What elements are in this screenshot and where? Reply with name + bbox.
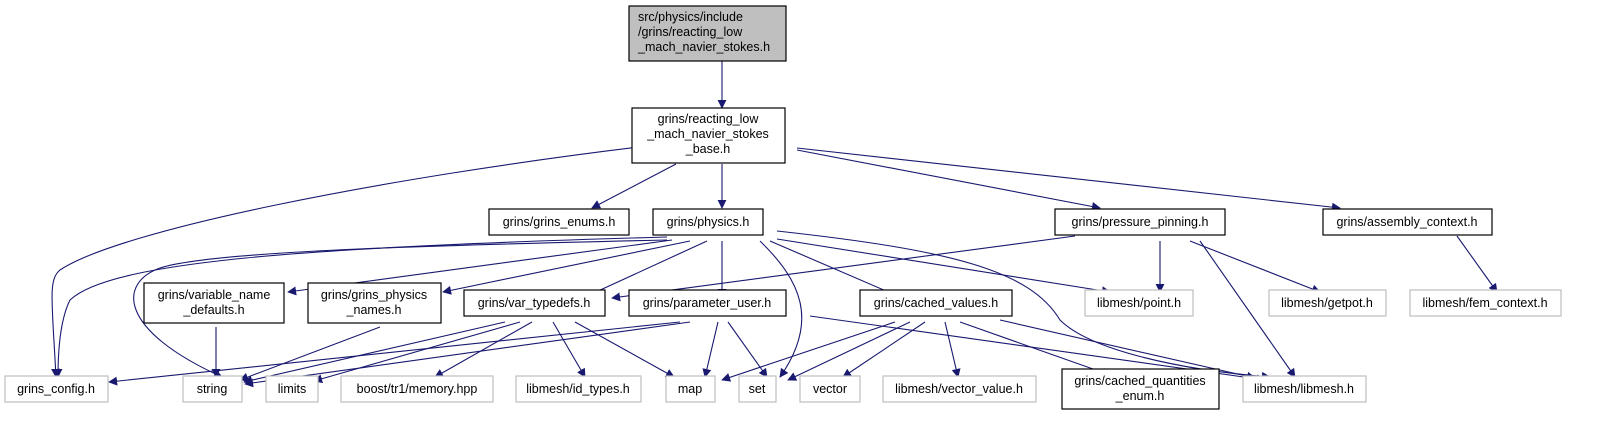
- edge-physics-to-vartypedefs: [584, 240, 708, 298]
- svg-text:grins/physics.h: grins/physics.h: [667, 215, 750, 229]
- svg-text:map: map: [678, 382, 702, 396]
- svg-text:string: string: [197, 382, 228, 396]
- node-getpot[interactable]: libmesh/getpot.h: [1268, 289, 1387, 317]
- edge-paramuser-to-map: [702, 321, 719, 378]
- svg-text:_enum.h: _enum.h: [1115, 389, 1165, 403]
- svg-text:grins/grins_enums.h: grins/grins_enums.h: [503, 215, 616, 229]
- node-pressure[interactable]: grins/pressure_pinning.h: [1054, 208, 1226, 236]
- node-set[interactable]: set: [738, 375, 777, 403]
- svg-text:_mach_navier_stokes: _mach_navier_stokes: [646, 127, 769, 141]
- edge-vartypedefs-to-limits: [313, 321, 521, 384]
- edge-cached-to-vecval: [944, 321, 961, 378]
- node-cachedq[interactable]: grins/cached_quantities _enum.h: [1061, 368, 1220, 410]
- svg-text:libmesh/getpot.h: libmesh/getpot.h: [1281, 296, 1373, 310]
- svg-text:grins/pressure_pinning.h: grins/pressure_pinning.h: [1072, 215, 1209, 229]
- edge-vartypedefs-to-string: [243, 321, 506, 385]
- svg-text:grins/cached_values.h: grins/cached_values.h: [874, 296, 998, 310]
- node-libmesh[interactable]: libmesh/libmesh.h: [1242, 375, 1367, 403]
- svg-text:libmesh/fem_context.h: libmesh/fem_context.h: [1422, 296, 1547, 310]
- svg-text:boost/tr1/memory.hpp: boost/tr1/memory.hpp: [357, 382, 478, 396]
- edge-cached-to-cachedq: [959, 321, 1111, 377]
- svg-text:grins/cached_quantities: grins/cached_quantities: [1074, 374, 1205, 388]
- edge-assembly-to-femctx: [1456, 235, 1498, 293]
- svg-text:vector: vector: [813, 382, 847, 396]
- edge-paramuser-to-config: [108, 321, 681, 386]
- edge-physics-to-config: [53, 236, 668, 378]
- svg-text:libmesh/id_types.h: libmesh/id_types.h: [526, 382, 630, 396]
- svg-text:/grins/reacting_low: /grins/reacting_low: [638, 25, 743, 39]
- svg-text:_mach_navier_stokes.h: _mach_navier_stokes.h: [637, 40, 770, 54]
- svg-text:src/physics/include: src/physics/include: [638, 10, 743, 24]
- svg-text:grins/variable_name: grins/variable_name: [158, 288, 271, 302]
- edge-vartypedefs-to-idtypes: [552, 321, 586, 378]
- edges: [51, 61, 1498, 388]
- edge-physics-to-string: [133, 239, 668, 378]
- svg-text:grins/parameter_user.h: grins/parameter_user.h: [643, 296, 772, 310]
- svg-text:libmesh/libmesh.h: libmesh/libmesh.h: [1254, 382, 1354, 396]
- edge-pressure-to-getpot: [1189, 240, 1321, 294]
- svg-text:grins/assembly_context.h: grins/assembly_context.h: [1336, 215, 1477, 229]
- nodes: src/physics/include /grins/reacting_low …: [4, 5, 1562, 410]
- edge-physics-to-cached: [769, 240, 901, 298]
- edge-physics-to-libmesh: [776, 230, 1271, 381]
- edge-vartypedefs-to-map: [574, 321, 675, 378]
- node-point[interactable]: libmesh/point.h: [1084, 289, 1194, 317]
- edge-physics-to-physnames: [442, 240, 691, 295]
- svg-text:grins/reacting_low: grins/reacting_low: [658, 112, 760, 126]
- svg-text:_base.h: _base.h: [685, 142, 731, 156]
- node-config[interactable]: grins_config.h: [4, 375, 109, 403]
- svg-text:libmesh/vector_value.h: libmesh/vector_value.h: [895, 382, 1023, 396]
- node-cached[interactable]: grins/cached_values.h: [859, 289, 1013, 317]
- node-limits[interactable]: limits: [265, 375, 319, 403]
- edge-cached-to-libmesh: [999, 319, 1256, 381]
- node-physnames[interactable]: grins/grins_physics _names.h: [307, 282, 442, 324]
- node-root[interactable]: src/physics/include /grins/reacting_low …: [628, 5, 787, 62]
- node-vector[interactable]: vector: [799, 375, 861, 403]
- edge-cached-to-vector: [842, 321, 926, 378]
- node-femctx[interactable]: libmesh/fem_context.h: [1409, 289, 1562, 317]
- svg-text:_defaults.h: _defaults.h: [182, 303, 244, 317]
- node-idtypes[interactable]: libmesh/id_types.h: [515, 375, 642, 403]
- node-assembly[interactable]: grins/assembly_context.h: [1322, 208, 1493, 236]
- edge-physics-to-set: [759, 240, 803, 378]
- node-base[interactable]: grins/reacting_low _mach_navier_stokes _…: [631, 107, 786, 164]
- svg-text:set: set: [749, 382, 766, 396]
- svg-text:_names.h: _names.h: [346, 303, 402, 317]
- node-memory[interactable]: boost/tr1/memory.hpp: [340, 375, 494, 403]
- edge-base-to-pressure: [796, 149, 1101, 211]
- edge-physics-to-point: [776, 238, 1111, 296]
- node-paramuser[interactable]: grins/parameter_user.h: [628, 289, 787, 317]
- edge-paramuser-to-set: [727, 321, 768, 378]
- svg-text:libmesh/point.h: libmesh/point.h: [1097, 296, 1181, 310]
- node-enums[interactable]: grins/grins_enums.h: [488, 208, 630, 236]
- svg-text:grins/grins_physics: grins/grins_physics: [321, 288, 427, 302]
- edge-vartypedefs-to-memory: [434, 321, 533, 378]
- svg-text:grins/var_typedefs.h: grins/var_typedefs.h: [478, 296, 591, 310]
- edge-base-to-enums: [591, 163, 677, 209]
- edge-pressure-to-vartypedefs: [611, 235, 1076, 302]
- node-varname[interactable]: grins/variable_name _defaults.h: [143, 282, 285, 324]
- edge-cached-to-map: [721, 321, 896, 382]
- edge-base-to-config: [51, 145, 648, 378]
- node-physics[interactable]: grins/physics.h: [652, 208, 764, 236]
- edge-physnames-to-string: [239, 326, 381, 382]
- svg-text:limits: limits: [278, 382, 306, 396]
- node-vartypedefs[interactable]: grins/var_typedefs.h: [463, 289, 606, 317]
- node-string[interactable]: string: [182, 375, 243, 403]
- node-vecval[interactable]: libmesh/vector_value.h: [882, 375, 1037, 403]
- edge-paramuser-to-string: [244, 321, 691, 388]
- node-map[interactable]: map: [665, 375, 716, 403]
- edge-cached-to-set: [787, 321, 911, 381]
- edge-base-to-assembly: [796, 147, 1341, 212]
- edge-pressure-to-libmesh: [1199, 240, 1296, 378]
- svg-text:grins_config.h: grins_config.h: [17, 382, 95, 396]
